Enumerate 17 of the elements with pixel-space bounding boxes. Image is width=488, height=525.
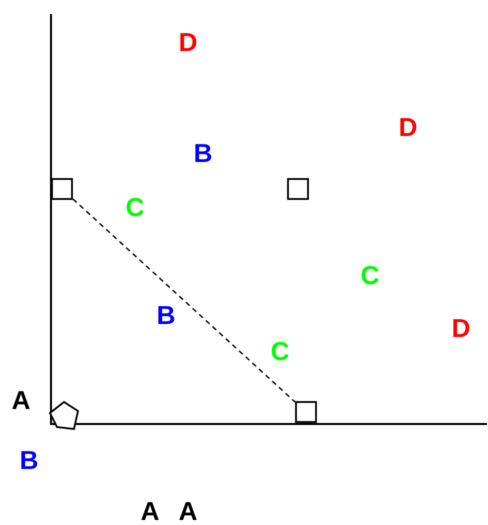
letter-label: B	[156, 302, 176, 328]
letter-label: C	[270, 338, 290, 364]
letter-label: B	[194, 140, 212, 166]
letter-label: C	[126, 194, 144, 220]
square-marker	[295, 401, 317, 423]
letter-label: D	[452, 315, 470, 341]
letter-label: A	[12, 387, 30, 413]
letter-label: C	[360, 262, 380, 288]
pentagon-marker	[48, 400, 80, 430]
dashed-connector	[72, 198, 296, 402]
letter-label: D	[178, 29, 198, 55]
square-marker	[287, 178, 309, 200]
letter-label: A	[140, 498, 160, 524]
letter-label: B	[20, 447, 38, 473]
square-marker	[51, 178, 73, 200]
letter-label: D	[398, 114, 418, 140]
letter-label: A	[178, 498, 198, 524]
